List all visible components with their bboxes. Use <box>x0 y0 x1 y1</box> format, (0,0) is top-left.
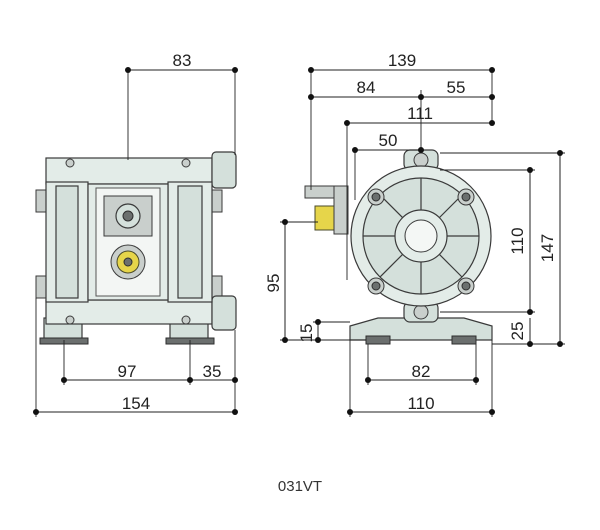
side-dim-139-label: 139 <box>388 51 416 70</box>
model-caption: 031VT <box>277 478 323 495</box>
side-dim-84-55: 84 55 <box>308 78 495 150</box>
front-dim-97-label: 97 <box>118 362 137 381</box>
side-dim-25: 25 <box>508 318 533 347</box>
side-dim-15: 15 <box>297 319 350 343</box>
front-view-pump <box>35 151 237 345</box>
front-dim-top-label: 83 <box>173 51 192 70</box>
front-dim-154-label: 154 <box>122 394 150 413</box>
front-dim-bottom: 97 35 <box>61 330 238 415</box>
side-dim-110-horizontal: 110 <box>347 340 495 417</box>
side-dim-25-label: 25 <box>508 322 527 341</box>
side-dim-110v-label: 110 <box>508 227 527 254</box>
side-dim-139: 139 <box>308 51 495 190</box>
side-dim-110h-label: 110 <box>407 394 434 413</box>
side-dim-147-label: 147 <box>538 234 557 262</box>
side-dim-95: 95 <box>264 219 366 343</box>
side-dim-95-label: 95 <box>264 274 283 293</box>
side-dim-50-label: 50 <box>379 131 398 150</box>
front-dim-35-label: 35 <box>203 362 222 381</box>
side-dim-50: 50 <box>352 131 424 200</box>
side-dim-110-vertical: 110 <box>440 167 535 315</box>
side-dim-55-label: 55 <box>447 78 466 97</box>
side-dim-82-label: 82 <box>412 362 431 381</box>
side-dim-111-label: 111 <box>407 104 433 123</box>
side-dim-15-label: 15 <box>297 324 316 343</box>
front-dim-overall: 154 <box>33 298 238 417</box>
side-dim-84-label: 84 <box>357 78 376 97</box>
side-dim-82: 82 <box>365 344 479 385</box>
side-dim-111: 111 <box>344 104 495 280</box>
side-view-pump <box>304 149 493 345</box>
front-dim-top: 83 <box>125 51 238 160</box>
